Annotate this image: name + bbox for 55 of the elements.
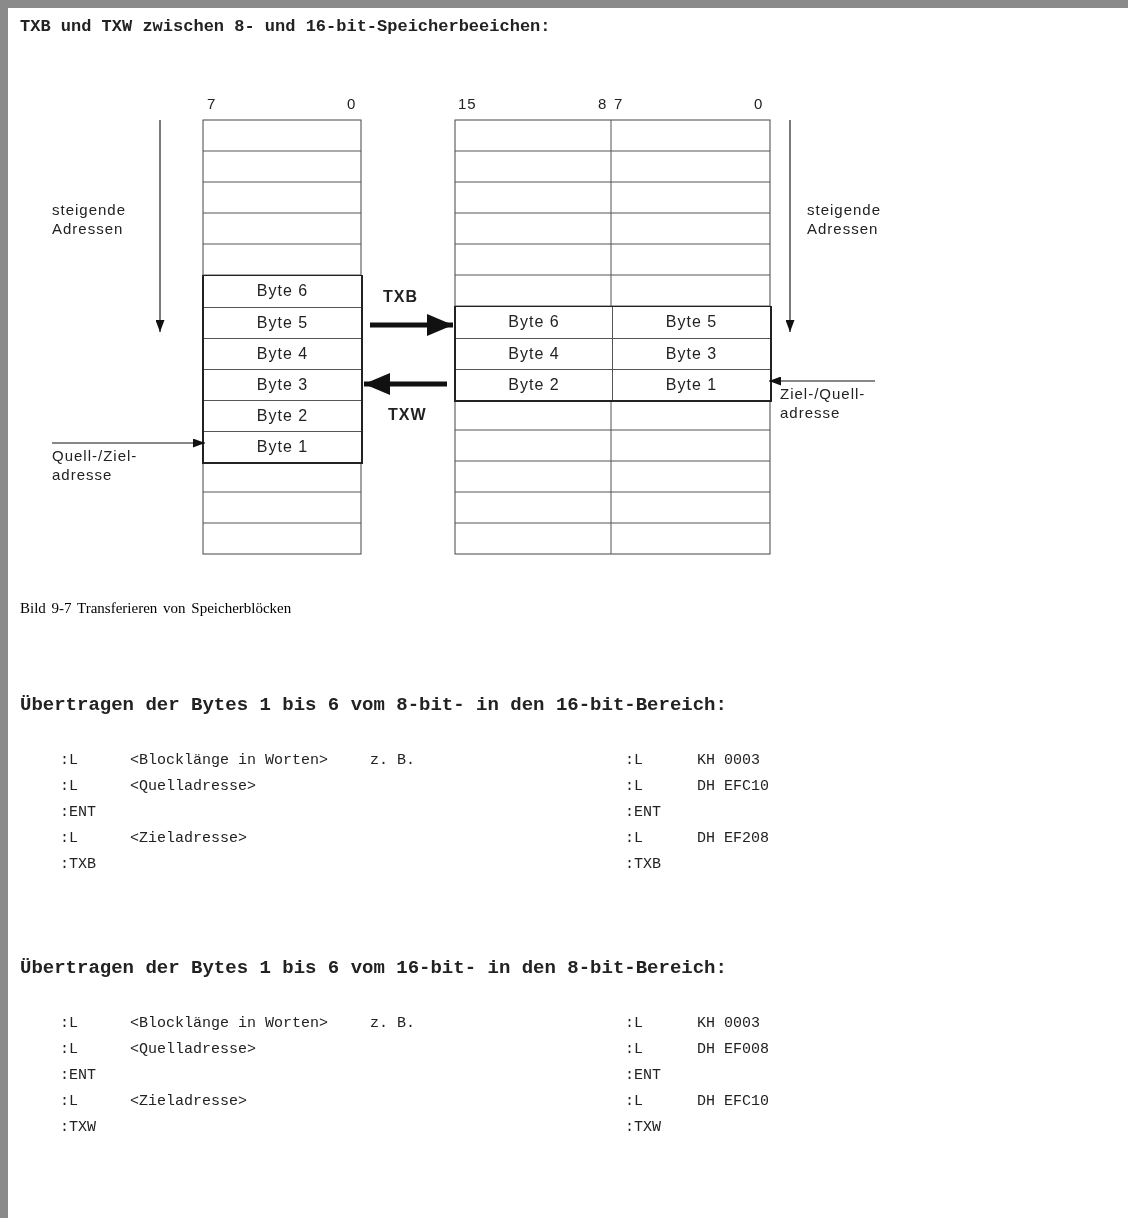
code-text: z. B. xyxy=(370,752,415,769)
bit-number: 8 xyxy=(598,95,608,112)
bit-number: 7 xyxy=(207,95,217,112)
code-text: <Blocklänge in Worten> xyxy=(130,752,329,769)
bit-number: 15 xyxy=(458,95,477,112)
code-text: :L xyxy=(60,752,78,769)
code-text: :L xyxy=(60,1041,78,1058)
code-text: :TXW xyxy=(60,1119,96,1136)
code-text: :TXW xyxy=(625,1119,661,1136)
address-label: Ziel-/Quell-adresse xyxy=(780,384,875,422)
memory-block xyxy=(202,275,363,464)
edge-label: TXW xyxy=(388,406,427,424)
bit-number: 0 xyxy=(347,95,357,112)
code-text: :L xyxy=(60,1093,78,1110)
byte-cell: Byte 4 xyxy=(456,338,613,369)
code-text: KH 0003 xyxy=(697,752,760,769)
figure-caption: Bild 9-7 Transferieren von Speicherblöcken xyxy=(20,600,292,617)
note-text: steigende Adressen xyxy=(807,200,883,238)
code-text: <Quelladresse> xyxy=(130,1041,257,1058)
section-heading: Übertragen der Bytes 1 bis 6 vom 8-bit- in den 16-bit-Bereich: xyxy=(20,694,727,716)
code-text: DH EFC10 xyxy=(697,778,769,795)
code-text: :L xyxy=(60,830,78,847)
address-label: Quell-/Ziel-adresse xyxy=(52,446,162,484)
code-text: :L xyxy=(625,1015,643,1032)
bit-number: 7 xyxy=(614,95,624,112)
code-text: :L xyxy=(625,830,643,847)
code-text: KH 0003 xyxy=(697,1015,760,1032)
code-text: :L xyxy=(625,1093,643,1110)
code-text: :ENT xyxy=(60,804,96,821)
code-text: :TXB xyxy=(60,856,96,873)
code-text: :TXB xyxy=(625,856,661,873)
code-text: :L xyxy=(625,778,643,795)
code-text: DH EF008 xyxy=(697,1041,769,1058)
code-text: :L xyxy=(625,752,643,769)
memory-block xyxy=(454,306,772,402)
code-text: :ENT xyxy=(60,1067,96,1084)
code-text: DH EF208 xyxy=(697,830,769,847)
code-text: <Zieladresse> xyxy=(130,830,248,847)
section-heading: Übertragen der Bytes 1 bis 6 vom 16-bit- in den 8-bit-Bereich: xyxy=(20,957,727,979)
note-text: steigende Adressen xyxy=(52,200,128,238)
code-text: <Blocklänge in Worten> xyxy=(130,1015,329,1032)
code-text: :ENT xyxy=(625,804,661,821)
code-text: :L xyxy=(625,1041,643,1058)
byte-cell: Byte 6 xyxy=(456,307,613,338)
code-text: :ENT xyxy=(625,1067,661,1084)
code-text: DH EFC10 xyxy=(697,1093,769,1110)
edge-label: TXB xyxy=(383,288,418,306)
diagram-title: TXB und TXW zwischen 8- und 16-bit-Speicherbeeichen: xyxy=(20,17,551,36)
code-text: <Quelladresse> xyxy=(130,778,257,795)
code-text: :L xyxy=(60,1015,78,1032)
code-text: :L xyxy=(60,778,78,795)
byte-cell: Byte 2 xyxy=(456,369,613,400)
bit-number: 0 xyxy=(754,95,764,112)
code-text: <Zieladresse> xyxy=(130,1093,248,1110)
code-text: z. B. xyxy=(370,1015,415,1032)
